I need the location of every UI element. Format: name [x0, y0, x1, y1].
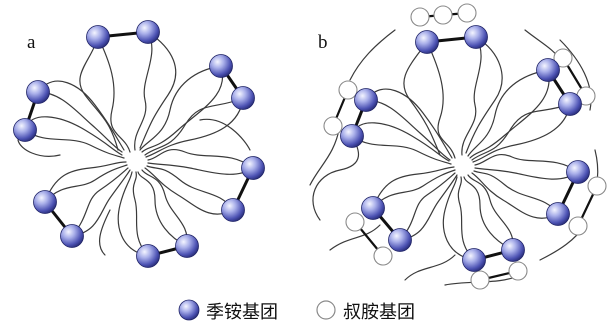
quaternary-ammonium-ball: [361, 196, 385, 220]
quaternary-ammonium-ball: [13, 118, 37, 142]
tertiary-amine-ball: [338, 80, 358, 100]
polymer-chains-a: [17, 31, 254, 257]
legend-label-tertiary: 叔胺基团: [343, 302, 415, 323]
panel-b: [309, 3, 607, 290]
tertiary-ball-icon: [316, 300, 336, 320]
tertiary-amine-ball: [323, 116, 343, 136]
quaternary-ball-icon: [178, 299, 200, 321]
tertiary-amine-ball: [568, 216, 588, 236]
quaternary-ammonium-ball: [462, 248, 486, 272]
quaternary-ammonium-ball: [340, 124, 364, 148]
tertiary-amine-ball: [373, 246, 393, 266]
quaternary-ammonium-ball: [86, 25, 110, 49]
tertiary-amine-ball: [345, 212, 365, 232]
tertiary-amine-ball: [457, 3, 477, 23]
tertiary-amine-ball: [553, 48, 573, 68]
legend: 季铵基团 叔胺基团: [0, 296, 611, 324]
panel-a: [13, 20, 265, 268]
quaternary-ammonium-ball: [221, 198, 245, 222]
tertiary-amine-ball: [508, 261, 528, 281]
quaternary-ammonium-ball: [415, 30, 439, 54]
quaternary-ammonium-ball: [136, 20, 160, 44]
tertiary-amine-ball: [587, 176, 607, 196]
tertiary-amine-ball: [470, 270, 490, 290]
quaternary-ammonium-ball: [536, 58, 560, 82]
quaternary-ammonium-ball: [60, 224, 84, 248]
quaternary-ammonium-ball: [546, 202, 570, 226]
panel-label-a: a: [27, 32, 36, 53]
quaternary-ammonium-ball: [558, 92, 582, 116]
quaternary-groups-a: [13, 20, 265, 268]
quaternary-ammonium-ball: [209, 54, 233, 78]
quaternary-groups-b: [340, 25, 590, 272]
tertiary-amine-ball: [410, 7, 430, 27]
tertiary-amine-ball: [433, 5, 453, 25]
quaternary-ammonium-ball: [501, 238, 525, 262]
quaternary-ammonium-ball: [354, 88, 378, 112]
quaternary-ammonium-ball: [231, 86, 255, 110]
tertiary-groups-b: [323, 3, 607, 290]
quaternary-ammonium-ball: [136, 244, 160, 268]
quaternary-ammonium-ball: [241, 156, 265, 180]
quaternary-ammonium-ball: [388, 228, 412, 252]
quaternary-ammonium-ball: [175, 234, 199, 258]
quaternary-ammonium-ball: [464, 25, 488, 49]
quaternary-ammonium-ball: [566, 160, 590, 184]
quaternary-ammonium-ball: [26, 80, 50, 104]
panel-label-b: b: [318, 32, 328, 53]
legend-label-quaternary: 季铵基团: [206, 302, 278, 323]
quaternary-ammonium-ball: [33, 190, 57, 214]
polymer-chains-b: [309, 29, 599, 286]
